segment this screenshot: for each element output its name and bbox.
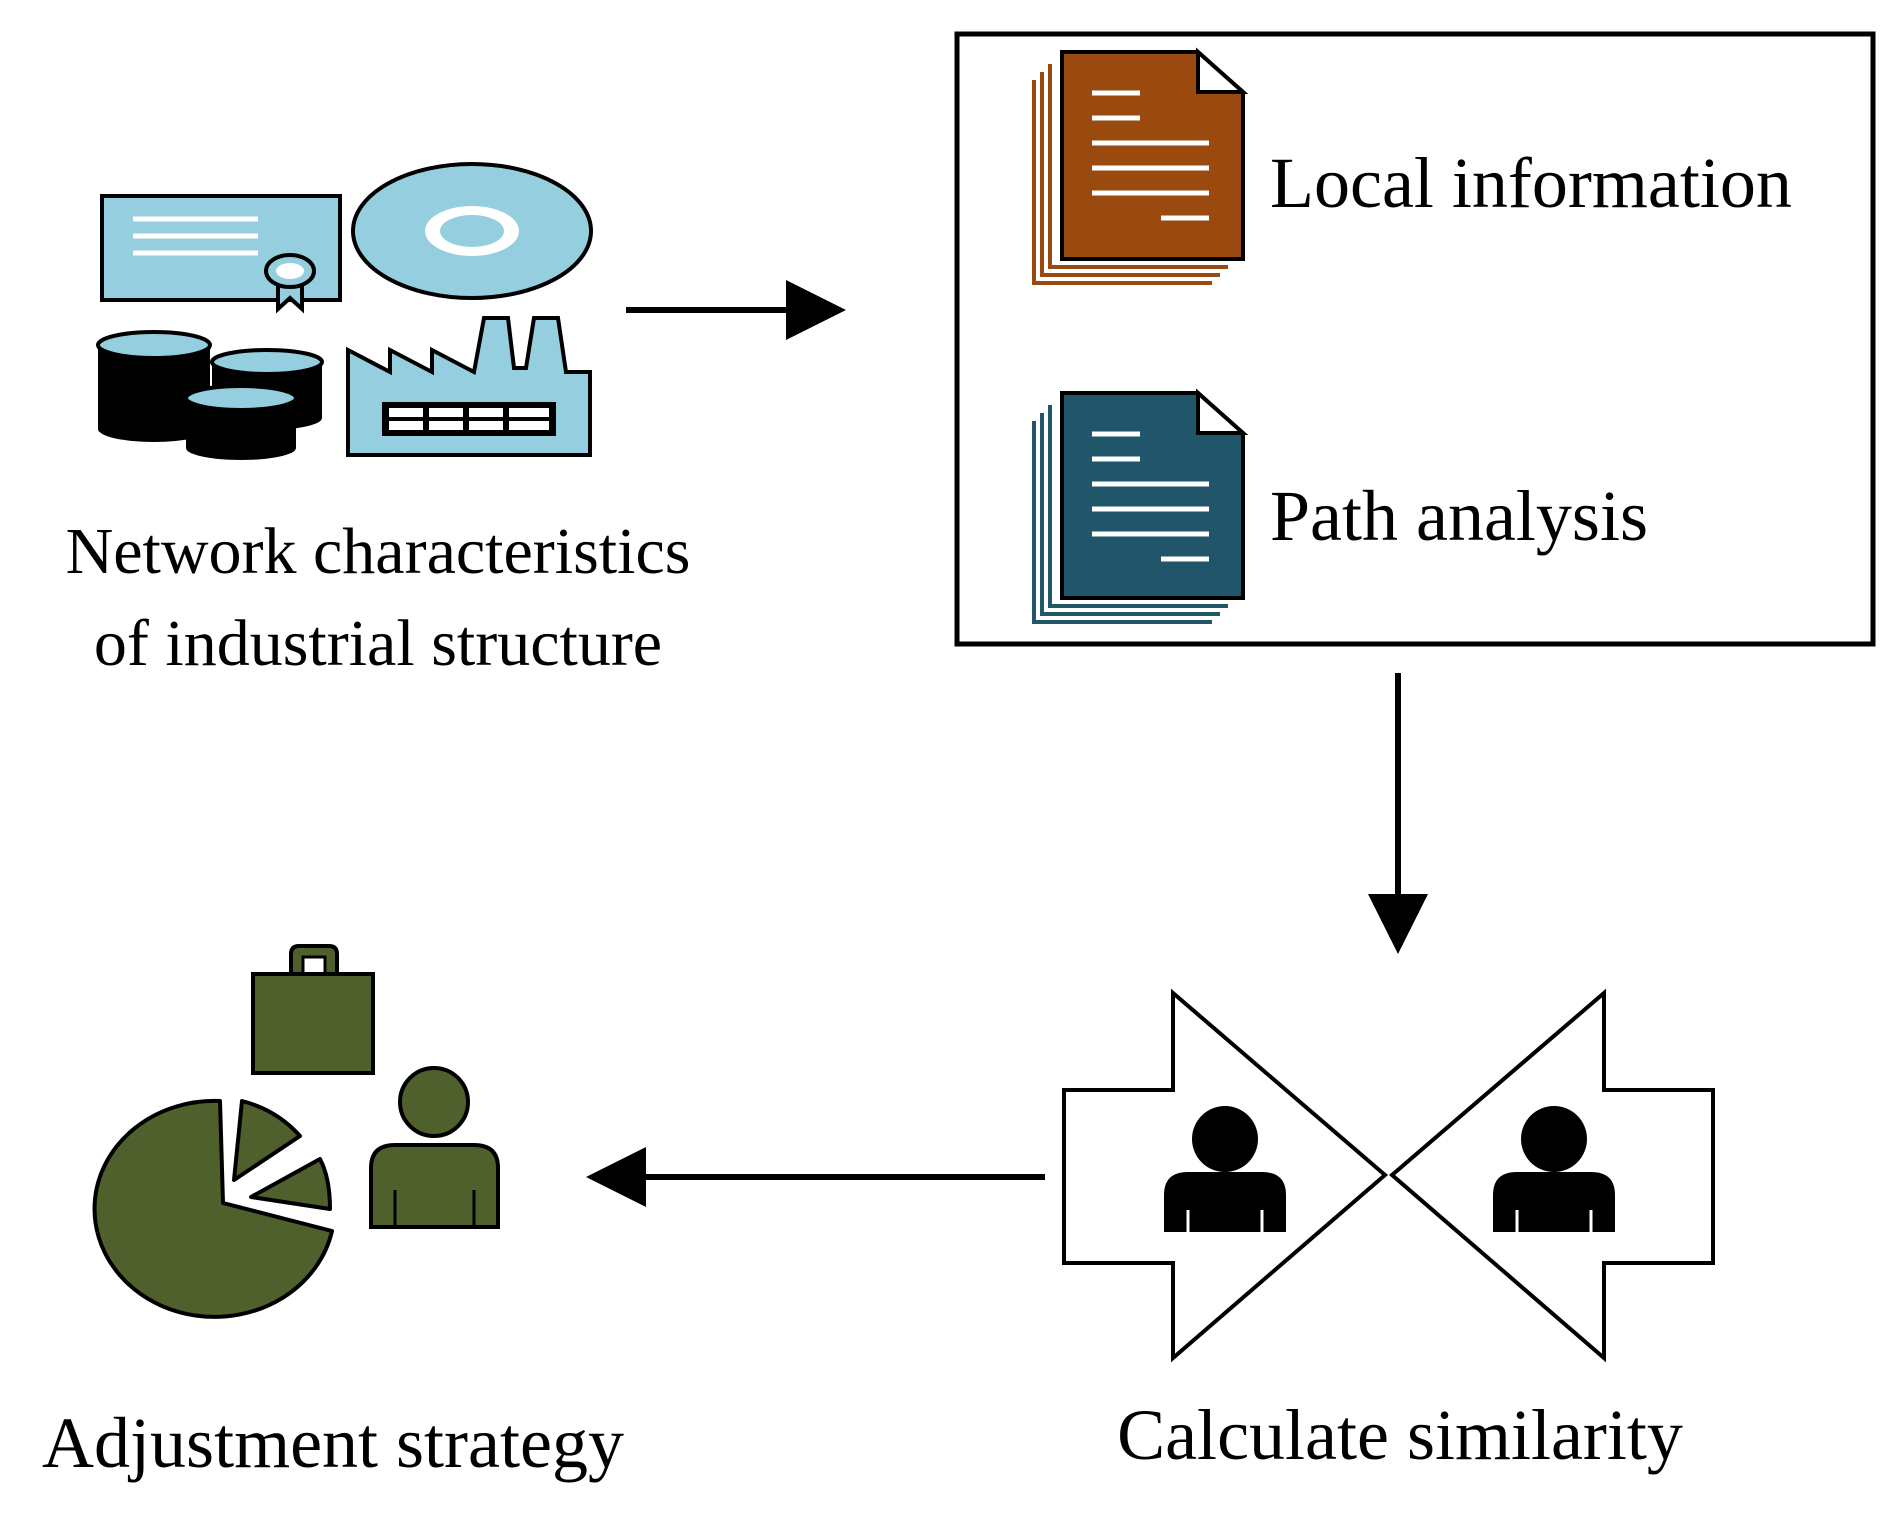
network-label-line2: of industrial structure	[94, 607, 662, 680]
document-stack-icon-local	[1032, 47, 1249, 285]
calculate-similarity-label: Calculate similarity	[1117, 1395, 1683, 1475]
database-icon	[96, 330, 324, 460]
person-icon	[1493, 1106, 1615, 1232]
path-analysis-label: Path analysis	[1270, 476, 1648, 556]
person-icon-olive	[369, 1066, 500, 1229]
network-label-line1: Network characteristics	[66, 515, 691, 588]
similarity-symbol	[1062, 988, 1715, 1363]
pie-chart-icon	[92, 1098, 334, 1319]
document-stack-icon-path	[1032, 388, 1249, 624]
briefcase-icon	[251, 944, 375, 1075]
disc-icon	[351, 162, 593, 300]
local-information-label: Local information	[1270, 143, 1792, 223]
certificate-icon	[100, 194, 342, 314]
network-characteristics-icons	[96, 162, 593, 460]
person-icon	[1164, 1106, 1286, 1232]
factory-icon	[346, 316, 592, 457]
adjustment-strategy-label: Adjustment strategy	[42, 1403, 624, 1483]
adjustment-strategy-icons	[92, 944, 500, 1319]
